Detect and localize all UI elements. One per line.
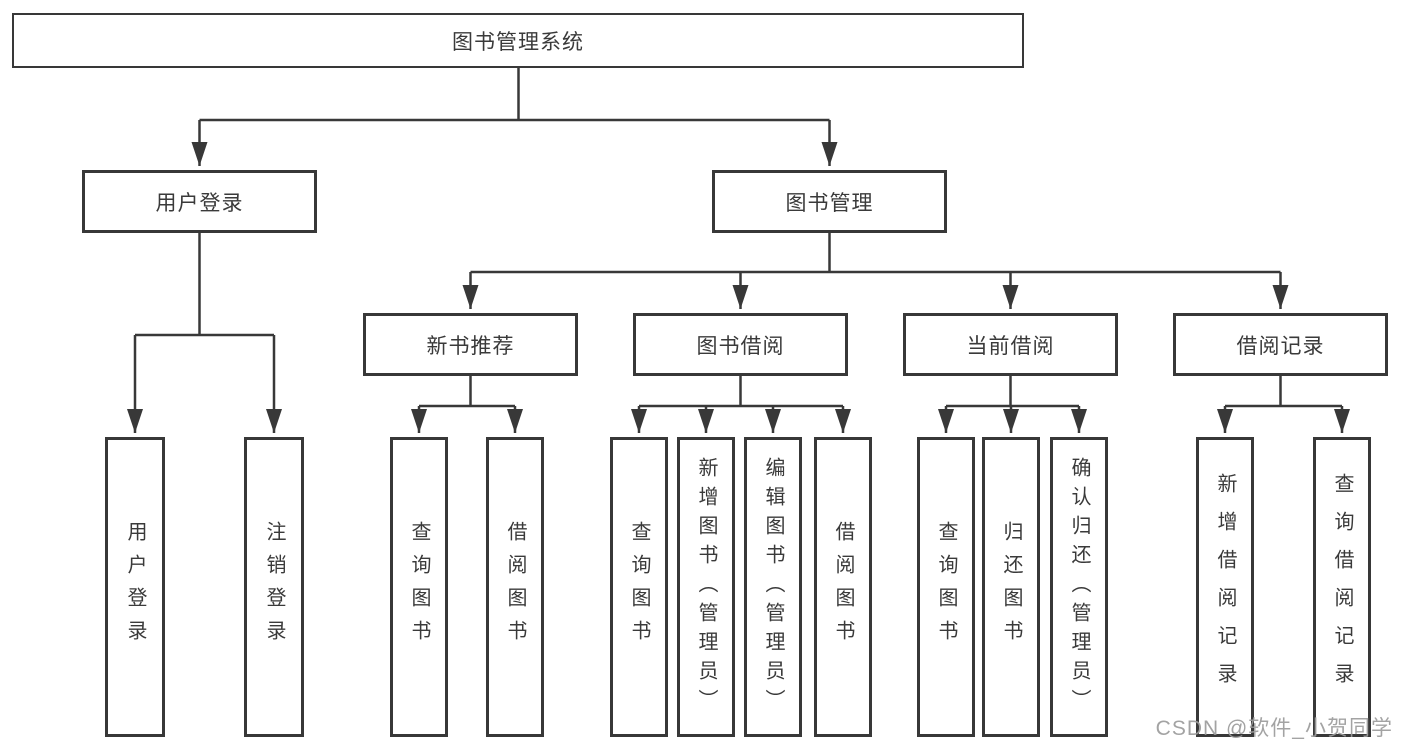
leaf-borrow-books: 借阅图书 [814,437,872,737]
leaf-query-books-recommend: 查询图书 [390,437,448,737]
node-book-borrow-label: 图书借阅 [696,334,785,358]
node-book-borrow: 图书借阅 [633,313,848,376]
watermark: CSDN @软件_小贺同学 [1155,717,1393,740]
node-new-book-recommend-label: 新书推荐 [426,334,515,358]
leaf-add-borrow-record-label: 新增借阅记录 [1214,473,1236,701]
leaf-user-login-label: 用户登录 [124,521,146,653]
leaf-add-borrow-record: 新增借阅记录 [1196,437,1254,737]
leaf-confirm-return-admin-label: 确认归还（管理员） [1068,456,1090,718]
leaf-borrow-books-label: 借阅图书 [832,521,854,653]
leaf-borrow-books-recommend-label: 借阅图书 [504,521,526,653]
node-user-login-label: 用户登录 [155,191,244,215]
node-book-management: 图书管理 [712,170,947,233]
leaf-add-book-admin: 新增图书（管理员） [677,437,735,737]
leaf-query-books-current: 查询图书 [917,437,975,737]
leaf-logout: 注销登录 [244,437,304,737]
node-book-management-label: 图书管理 [785,191,874,215]
leaf-query-borrow-record: 查询借阅记录 [1313,437,1371,737]
leaf-add-book-admin-label: 新增图书（管理员） [695,456,717,718]
leaf-query-books-current-label: 查询图书 [935,521,957,653]
leaf-query-books-recommend-label: 查询图书 [408,521,430,653]
node-root-label: 图书管理系统 [452,30,584,54]
node-borrow-records-label: 借阅记录 [1236,334,1325,358]
leaf-query-books-borrow: 查询图书 [610,437,668,737]
leaf-return-book-label: 归还图书 [1000,521,1022,653]
leaf-edit-book-admin-label: 编辑图书（管理员） [762,456,784,718]
node-new-book-recommend: 新书推荐 [363,313,578,376]
node-current-borrow-label: 当前借阅 [966,334,1055,358]
leaf-user-login: 用户登录 [105,437,165,737]
leaf-edit-book-admin: 编辑图书（管理员） [744,437,802,737]
node-user-login: 用户登录 [82,170,317,233]
leaf-logout-label: 注销登录 [263,521,285,653]
leaf-confirm-return-admin: 确认归还（管理员） [1050,437,1108,737]
node-borrow-records: 借阅记录 [1173,313,1388,376]
leaf-borrow-books-recommend: 借阅图书 [486,437,544,737]
node-root: 图书管理系统 [12,13,1024,68]
leaf-query-books-borrow-label: 查询图书 [628,521,650,653]
leaf-query-borrow-record-label: 查询借阅记录 [1331,473,1353,701]
leaf-return-book: 归还图书 [982,437,1040,737]
node-current-borrow: 当前借阅 [903,313,1118,376]
